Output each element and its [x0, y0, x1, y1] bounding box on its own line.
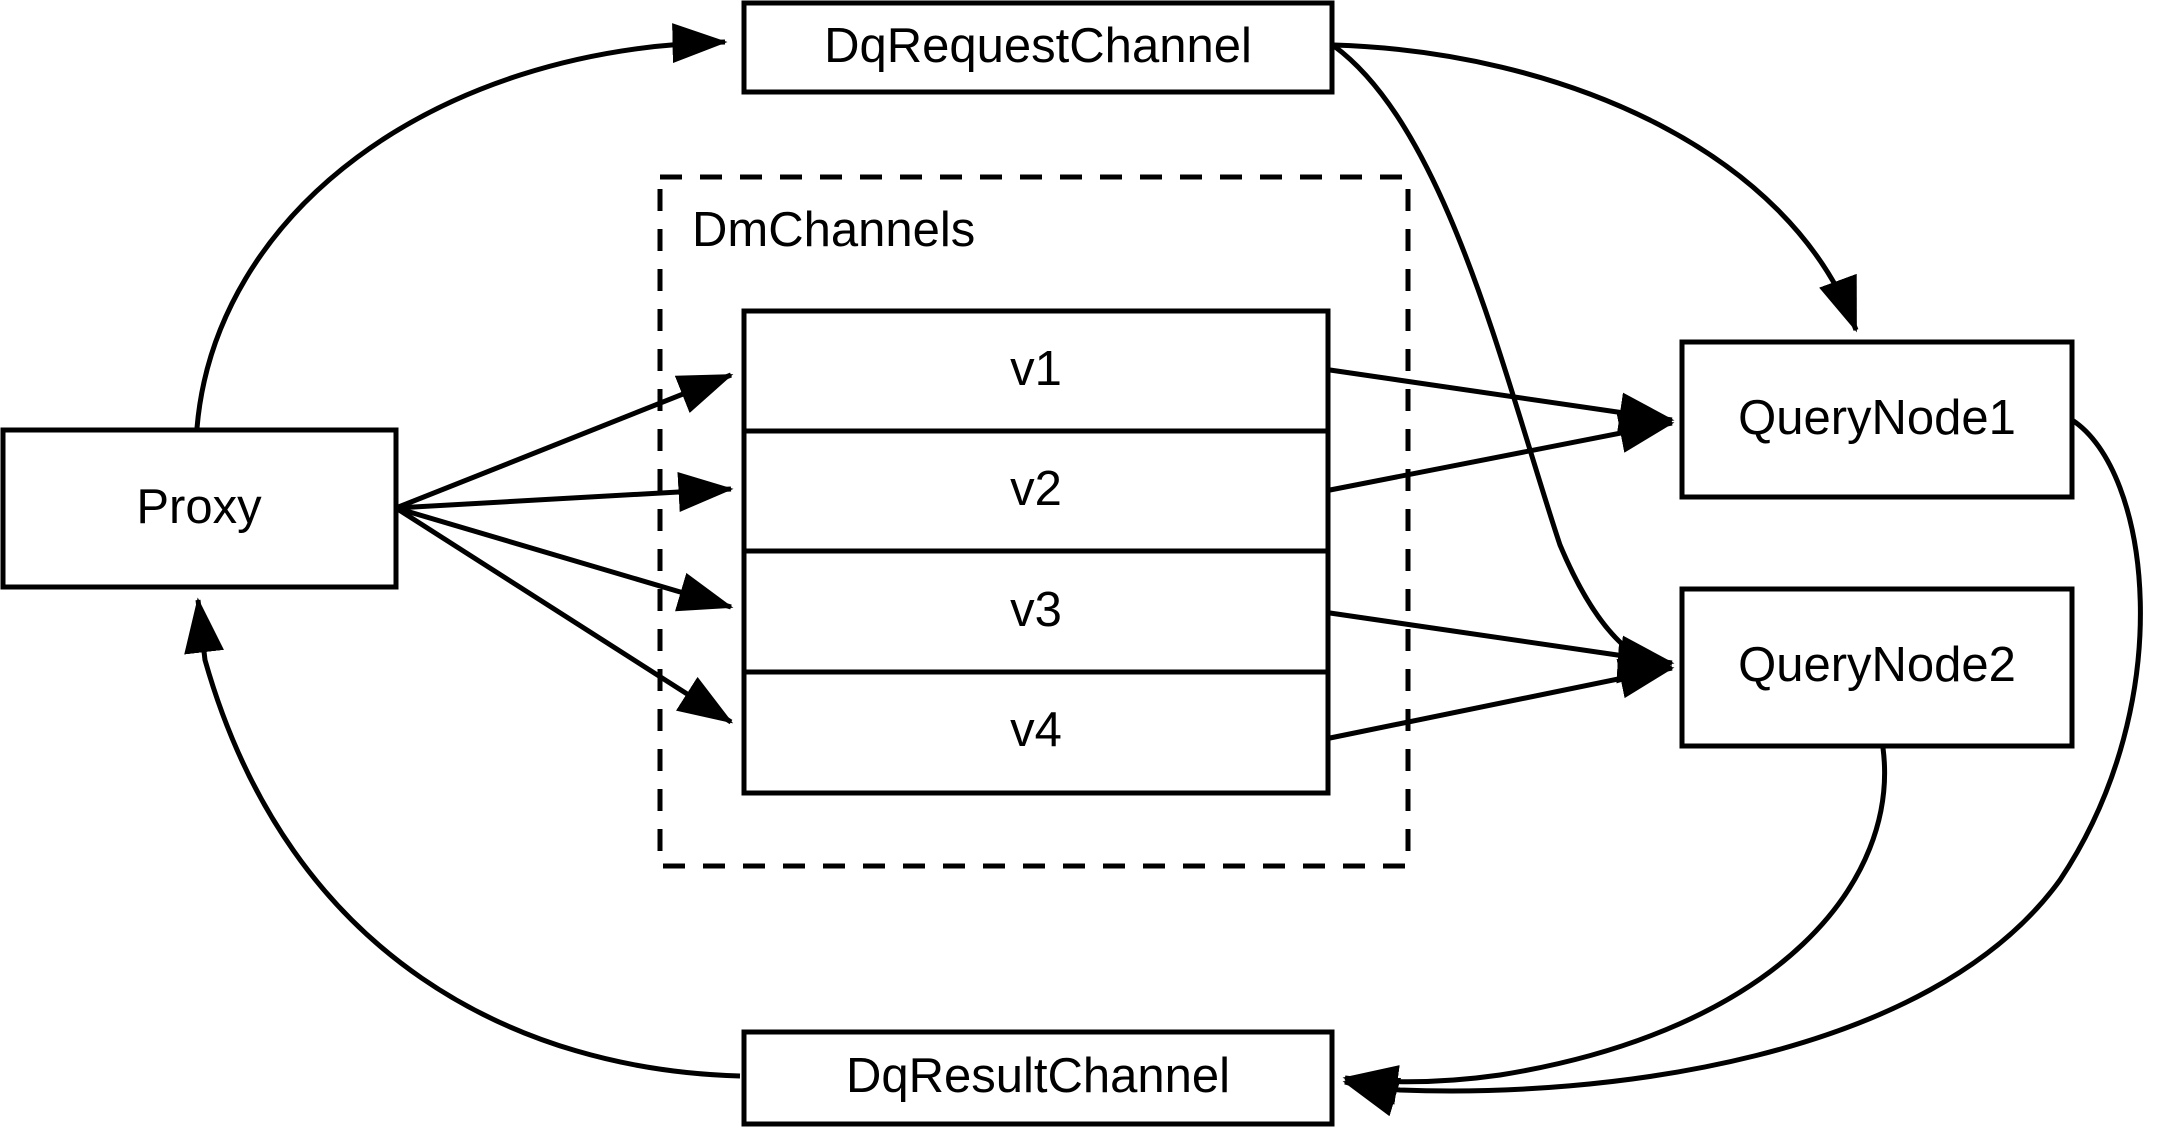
edge-dqrequestchannel-to-querynode2 — [1332, 43, 1673, 684]
edge-proxy-to-dqrequestchannel — [194, 23, 728, 429]
edge-proxy-to-v1 — [395, 372, 734, 511]
table-row-v1: v1 — [1010, 342, 1062, 396]
edge-v3-to-querynode2 — [1329, 610, 1675, 676]
node-querynode2-label: QueryNode2 — [1738, 638, 2016, 692]
node-querynode1-box[interactable] — [1679, 339, 2075, 500]
table-row-v2: v2 — [1010, 462, 1062, 516]
edge-proxy-to-v4 — [394, 505, 734, 725]
node-dqresultchannel-label: DqResultChannel — [846, 1049, 1230, 1103]
edge-querynode2-to-dqresultchannel — [1342, 747, 1887, 1105]
node-dqrequestchannel-box[interactable] — [741, 0, 1335, 95]
node-proxy-label: Proxy — [136, 480, 262, 534]
node-proxy-box[interactable] — [0, 427, 399, 590]
edge-dqresultchannel-to-proxy — [184, 597, 741, 1079]
table-row-v3: v3 — [1010, 583, 1062, 637]
table-row-v4: v4 — [1010, 703, 1062, 757]
edge-v1-to-querynode1 — [1329, 367, 1675, 433]
edge-querynode1-to-dqresultchannel — [1342, 417, 2143, 1117]
dmchannels-group-label: DmChannels — [692, 203, 975, 257]
node-querynode2-box[interactable] — [1679, 586, 2075, 749]
edge-v2-to-querynode1 — [1329, 413, 1675, 493]
edge-proxy-to-v3 — [395, 505, 734, 612]
node-querynode1-label: QueryNode1 — [1738, 391, 2016, 445]
node-dqrequestchannel-label: DqRequestChannel — [824, 19, 1252, 73]
node-dqresultchannel-box[interactable] — [741, 1029, 1335, 1127]
edge-proxy-to-v2 — [395, 472, 734, 512]
edge-dqrequestchannel-to-querynode1 — [1333, 42, 1859, 333]
edge-v4-to-querynode2 — [1329, 658, 1675, 741]
dmchannels-group — [657, 174, 1411, 869]
